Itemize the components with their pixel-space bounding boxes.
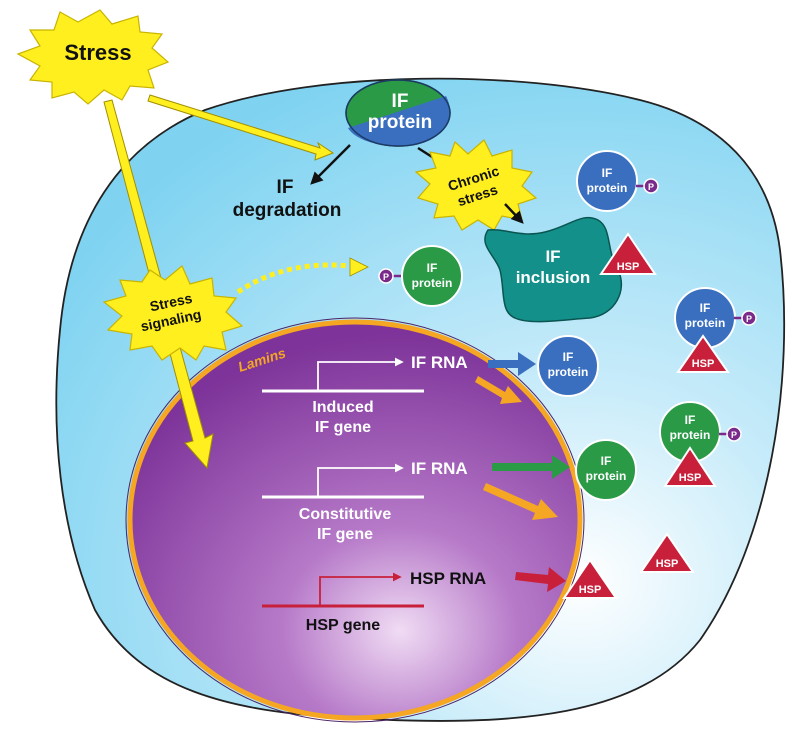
if-inclusion-line2: inclusion — [516, 268, 591, 287]
if-protein-line2: protein — [586, 469, 627, 483]
hsp-triangle — [676, 334, 730, 373]
if-degradation-line1: IF — [277, 177, 294, 198]
rna-to-protein-blue-arrow — [488, 352, 536, 376]
gene-rna-label: IF RNA — [411, 353, 468, 372]
stress-to-degradation-arrow — [147, 94, 335, 161]
hsp-triangle-free-right: HSP — [639, 532, 695, 573]
if-protein-green-phospho-hsp: IF protein P HSP — [659, 401, 742, 487]
if-protein-line1: IF — [427, 261, 438, 275]
hsp-label: HSP — [579, 584, 602, 596]
phospho-if-protein-green: IF protein P — [378, 245, 463, 307]
protein-to-degradation-arrow — [310, 144, 351, 185]
phospho-icon — [726, 426, 742, 442]
gene-rna-label: HSP RNA — [410, 569, 486, 588]
phospho-label: P — [746, 314, 752, 324]
if-protein-line1: IF — [601, 454, 612, 468]
hsp-triangle — [663, 446, 717, 487]
if-protein-green-new: IF protein — [575, 439, 637, 501]
chronic-to-inclusion-arrow — [504, 203, 524, 224]
if-protein-line2: protein — [587, 181, 628, 195]
stress-label: Stress — [64, 40, 131, 65]
if-inclusion — [484, 216, 623, 323]
constitutive-to-cytoplasm-orange-arrow — [483, 483, 558, 520]
gene-induced-if: IF RNA Induced IF gene — [262, 353, 468, 436]
phospho-icon — [378, 268, 394, 284]
stress-signaling-burst — [102, 265, 244, 361]
if-protein-line1: IF — [602, 166, 613, 180]
hsp-label: HSP — [656, 558, 679, 570]
stress-burst — [16, 9, 170, 105]
gene-constitutive-if: IF RNA Constitutive IF gene — [262, 459, 468, 543]
gene-name-line1: Induced — [312, 399, 373, 416]
if-inclusion-line1: IF — [545, 247, 560, 266]
hsp-rna-to-hsp-arrow — [515, 567, 566, 592]
hsp-triangle-inclusion: HSP — [599, 232, 657, 275]
hsp-triangle-free-left: HSP — [562, 558, 618, 599]
phospho-icon — [741, 310, 757, 326]
phospho-label: P — [731, 430, 737, 440]
hsp-label: HSP — [679, 472, 702, 484]
signaling-dotted-arrow — [236, 262, 349, 295]
induced-to-cytoplasm-orange-arrow — [475, 376, 522, 404]
hsp-label: HSP — [692, 358, 715, 370]
if-protein-line1: IF — [563, 350, 574, 364]
if-degradation-line2: degradation — [233, 200, 342, 221]
if-protein-top-line2: protein — [368, 112, 432, 133]
if-protein-blue-new: IF protein — [537, 335, 599, 397]
gene-name-line2: IF gene — [315, 419, 371, 436]
gene-name-line2: IF gene — [317, 526, 373, 543]
gene-rna-label: IF RNA — [411, 459, 468, 478]
if-protein-top-line1: IF — [392, 91, 409, 112]
phospho-icon — [643, 178, 659, 194]
if-protein-line2: protein — [412, 276, 453, 290]
nucleus — [127, 319, 583, 721]
phospho-label: P — [648, 182, 654, 192]
hsp-label: HSP — [617, 261, 640, 273]
if-protein-line2: protein — [670, 428, 711, 442]
if-protein-blue-phospho-hsp: IF protein P HSP — [674, 287, 757, 373]
nuclear-envelope-outline — [125, 317, 585, 723]
if-protein-line2: protein — [685, 316, 726, 330]
gene-name-line1: Constitutive — [299, 506, 392, 523]
rna-to-protein-green-arrow — [492, 455, 570, 479]
phospho-label: P — [383, 272, 389, 282]
if-protein-line1: IF — [685, 413, 696, 427]
phospho-if-protein-blue: IF protein P — [576, 150, 659, 212]
if-protein-line1: IF — [700, 301, 711, 315]
gene-name-line1: HSP gene — [306, 617, 381, 634]
if-protein-line2: protein — [548, 365, 589, 379]
signaling-dotted-arrowhead — [349, 257, 369, 277]
gene-hsp: HSP RNA HSP gene — [262, 569, 486, 634]
if-protein-top: IF protein — [345, 79, 451, 147]
